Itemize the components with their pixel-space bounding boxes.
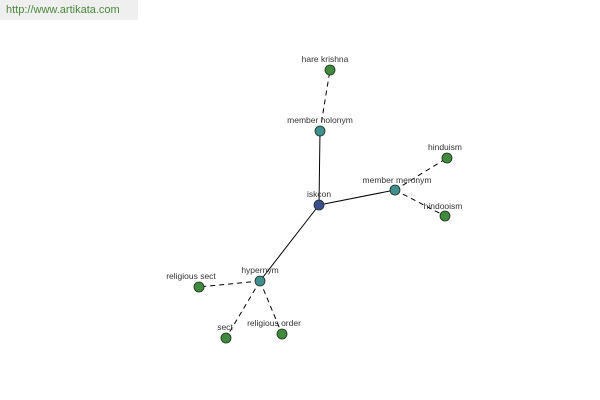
node-label-iskcon: iskcon	[307, 189, 331, 199]
edge-member-holonym-to-hare-krishna	[319, 69, 331, 132]
node-hare-krishna[interactable]	[324, 64, 336, 76]
node-label-hindooism: hindooism	[424, 201, 463, 211]
node-hypernym[interactable]	[254, 275, 266, 287]
edge-member-meronym-to-hinduism	[394, 157, 448, 191]
edge-hypernym-to-religious-sect	[198, 280, 261, 288]
edge-member-meronym-to-hindooism	[394, 189, 446, 217]
node-label-hare-krishna: hare krishna	[302, 54, 349, 64]
node-label-member-meronym: member meronym	[363, 175, 432, 185]
node-hindooism[interactable]	[439, 210, 451, 222]
node-label-sect: sect	[217, 322, 233, 332]
edge-iskcon-to-hypernym	[259, 204, 320, 282]
node-sect[interactable]	[220, 332, 232, 344]
node-hinduism[interactable]	[441, 152, 453, 164]
edge-iskcon-to-member-meronym	[318, 189, 396, 206]
source-url-banner[interactable]: http://www.artikata.com	[0, 0, 138, 20]
node-label-hypernym: hypernym	[241, 265, 278, 275]
graph-nodes	[193, 64, 453, 344]
node-label-religious-sect: religious sect	[166, 271, 216, 281]
node-label-member-holonym: member holonym	[287, 115, 353, 125]
node-religious-sect[interactable]	[193, 281, 205, 293]
node-iskcon[interactable]	[313, 199, 325, 211]
graph-labels: iskcon member holonym member meronym hypern…	[166, 54, 462, 332]
node-label-hinduism: hinduism	[428, 142, 462, 152]
edge-iskcon-to-member-holonym	[318, 130, 321, 206]
node-member-holonym[interactable]	[314, 125, 326, 137]
node-religious-order[interactable]	[276, 328, 288, 340]
graph-edges	[198, 69, 448, 339]
edge-hypernym-to-religious-order	[259, 280, 283, 335]
edge-hypernym-to-sect	[225, 280, 261, 339]
node-member-meronym[interactable]	[389, 184, 401, 196]
node-label-religious-order: religious order	[247, 318, 301, 328]
